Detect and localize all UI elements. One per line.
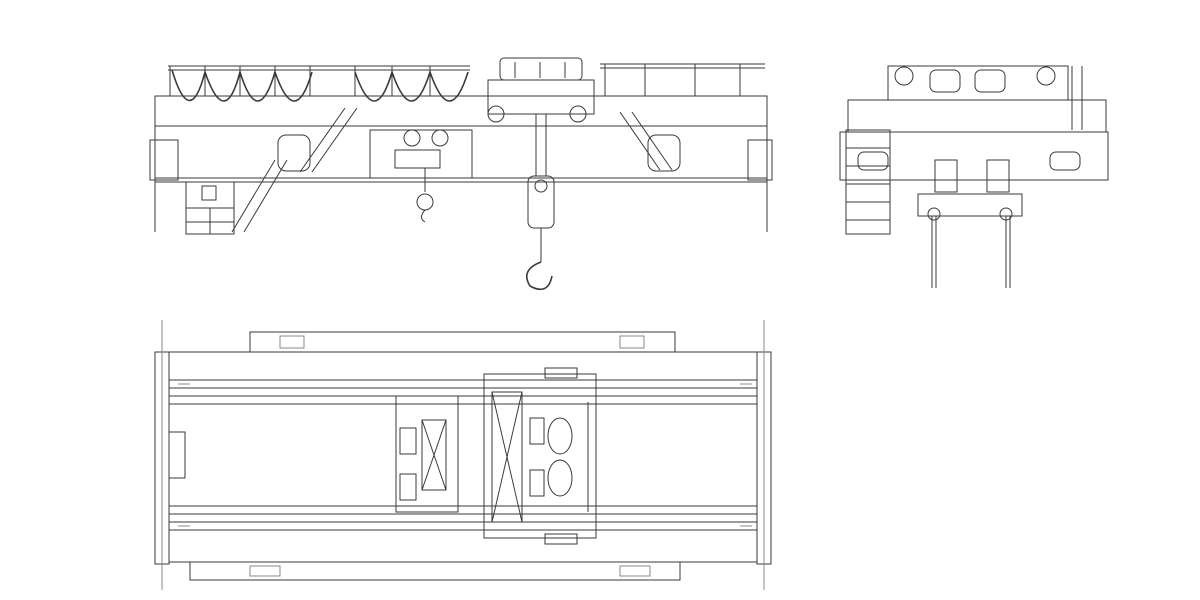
bottom-walkway — [190, 562, 680, 580]
bridge-girder — [155, 96, 767, 232]
side-girder — [848, 100, 1106, 132]
top-walkway — [250, 332, 675, 352]
access-stair-right — [620, 112, 672, 170]
side-elevation-view — [840, 66, 1108, 288]
side-hook-block — [918, 194, 1022, 216]
travel-motor-right — [648, 135, 680, 171]
access-stair-left — [232, 108, 357, 232]
front-elevation-view — [150, 58, 772, 289]
plan-cab — [169, 432, 185, 478]
plan-girder-upper — [169, 380, 757, 404]
side-ladder-left — [846, 130, 890, 234]
walkway-railing — [168, 64, 765, 96]
aux-hoist-trolley — [370, 130, 472, 222]
travel-motor-left — [278, 135, 310, 171]
plan-girder-lower — [169, 506, 757, 530]
operator-cab — [186, 182, 234, 234]
plan-detail-markers — [178, 336, 752, 576]
plan-main-trolley — [484, 368, 596, 544]
main-hook-icon — [527, 262, 552, 289]
side-trolley-frame — [888, 66, 1068, 100]
side-hoist-ropes — [932, 216, 1010, 288]
end-carriage-right — [748, 140, 772, 180]
main-hook-assembly — [527, 114, 554, 289]
plan-view — [155, 320, 771, 590]
plan-aux-trolley — [396, 396, 458, 512]
aux-hook-icon — [417, 194, 433, 210]
end-carriage-left — [150, 140, 178, 180]
main-hoist-trolley — [488, 58, 594, 122]
